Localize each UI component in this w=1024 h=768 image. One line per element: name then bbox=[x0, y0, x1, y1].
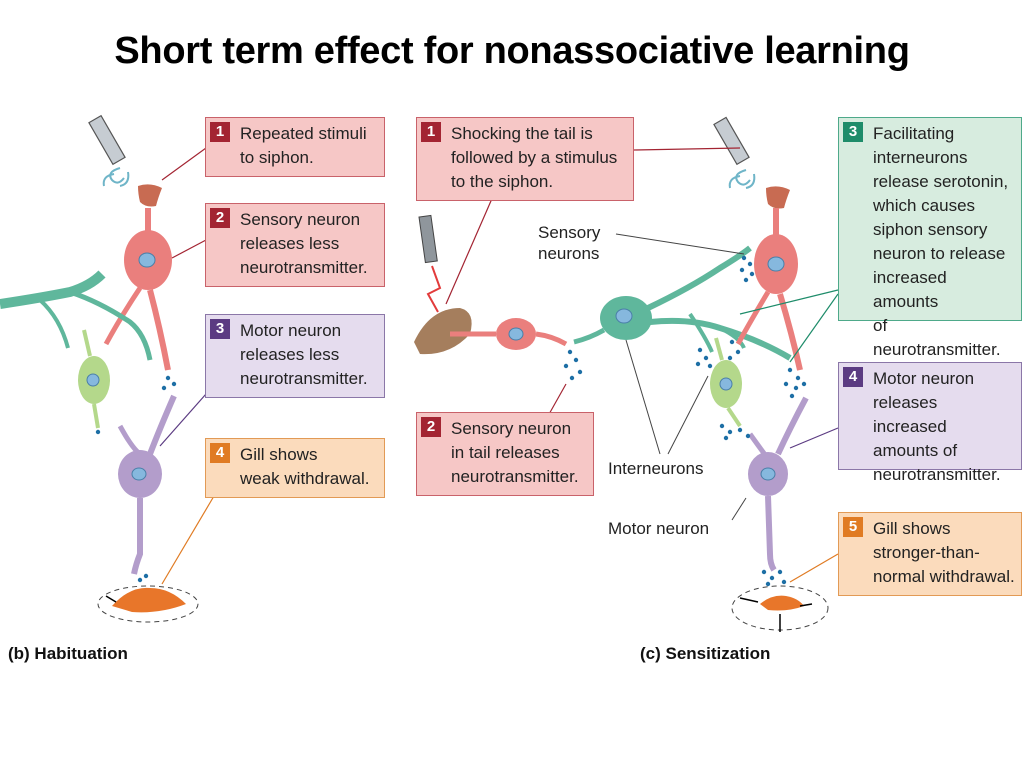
slide-title: Short term effect for nonassociative lea… bbox=[114, 30, 910, 72]
tail bbox=[414, 308, 472, 355]
sensitization-step-3: 3 Facilitating interneurons release sero… bbox=[838, 117, 1022, 359]
leader-lines-facilitating bbox=[739, 289, 839, 363]
habituation-step-4: 4 Gill shows weak withdrawal. bbox=[205, 438, 385, 498]
sensitization-step-2: 2 Sensory neuron in tail releases neurot… bbox=[416, 412, 594, 496]
step-number: 2 bbox=[421, 417, 441, 437]
sensitization-step-5: 5 Gill shows stronger-than- normal withd… bbox=[838, 512, 1022, 596]
neural-circuit-illustration bbox=[0, 114, 839, 632]
gill-left bbox=[97, 585, 199, 623]
siphon-left bbox=[138, 184, 162, 207]
step-text: Motor neuron releases increased amounts … bbox=[873, 369, 1001, 484]
step-number: 3 bbox=[843, 122, 863, 142]
step-number: 4 bbox=[210, 443, 230, 463]
step-number: 5 bbox=[843, 517, 863, 537]
neurotransmitter-dots-right bbox=[563, 255, 807, 587]
siphon-stimulus-probe-right bbox=[713, 116, 756, 189]
habituation-step-2: 2 Sensory neuron releases less neurotran… bbox=[205, 203, 385, 287]
facilitating-neuron-left bbox=[78, 329, 110, 429]
step-text: Shocking the tail is followed by a stimu… bbox=[451, 124, 618, 191]
step-number: 3 bbox=[210, 319, 230, 339]
neurotransmitter-dots-left bbox=[95, 375, 177, 583]
siphon-stimulus-probe-left bbox=[88, 114, 130, 187]
sensory-neuron-left bbox=[103, 208, 172, 371]
step-text: Facilitating interneurons release seroto… bbox=[873, 124, 1009, 359]
step-text: Repeated stimuli to siphon. bbox=[240, 124, 367, 167]
step-text: Motor neuron releases less neurotransmit… bbox=[240, 321, 368, 388]
tail-sensory-neuron bbox=[450, 318, 568, 350]
facilitating-interneuron-right bbox=[573, 245, 792, 361]
step-number: 1 bbox=[210, 122, 230, 142]
motor-neuron-left bbox=[117, 394, 177, 575]
label-lines-right bbox=[615, 233, 747, 521]
leader-line-gill-right bbox=[789, 553, 839, 583]
motor-neuron-right bbox=[747, 396, 809, 572]
step-text: Gill shows weak withdrawal. bbox=[240, 445, 370, 488]
step-text: Gill shows stronger-than- normal withdra… bbox=[873, 519, 1015, 586]
tail-shock-probe bbox=[418, 214, 442, 313]
label-motor-neuron: Motor neuron bbox=[608, 519, 710, 538]
facilitating-neuron-right bbox=[710, 337, 742, 428]
leader-line-motor-right bbox=[789, 427, 839, 449]
label-sensory-neurons: Sensory neurons bbox=[538, 223, 601, 263]
sensitization-step-1: 1 Shocking the tail is followed by a sti… bbox=[416, 117, 634, 201]
caption-sensitization: (c) Sensitization bbox=[640, 644, 771, 663]
interneuron-branches-left bbox=[0, 270, 153, 361]
habituation-step-1: 1 Repeated stimuli to siphon. bbox=[205, 117, 385, 177]
diagram-figure: 1 Repeated stimuli to siphon. 2 Sensory … bbox=[0, 108, 1024, 676]
leader-line-motor-left bbox=[159, 393, 207, 447]
sensory-neuron-right bbox=[735, 208, 803, 371]
label-interneurons: Interneurons bbox=[608, 459, 704, 478]
leader-line-gill-left bbox=[161, 495, 215, 585]
step-text: Sensory neuron releases less neurotransm… bbox=[240, 210, 368, 277]
siphon-right bbox=[766, 186, 790, 209]
sensitization-step-4: 4 Motor neuron releases increased amount… bbox=[838, 362, 1022, 484]
step-number: 1 bbox=[421, 122, 441, 142]
step-number: 4 bbox=[843, 367, 863, 387]
step-text: Sensory neuron in tail releases neurotra… bbox=[451, 419, 579, 486]
leader-lines-left bbox=[161, 147, 207, 259]
habituation-step-3: 3 Motor neuron releases less neurotransm… bbox=[205, 314, 385, 398]
gill-right bbox=[731, 585, 829, 632]
leader-lines-right bbox=[445, 147, 741, 417]
step-number: 2 bbox=[210, 208, 230, 228]
caption-habituation: (b) Habituation bbox=[8, 644, 128, 663]
